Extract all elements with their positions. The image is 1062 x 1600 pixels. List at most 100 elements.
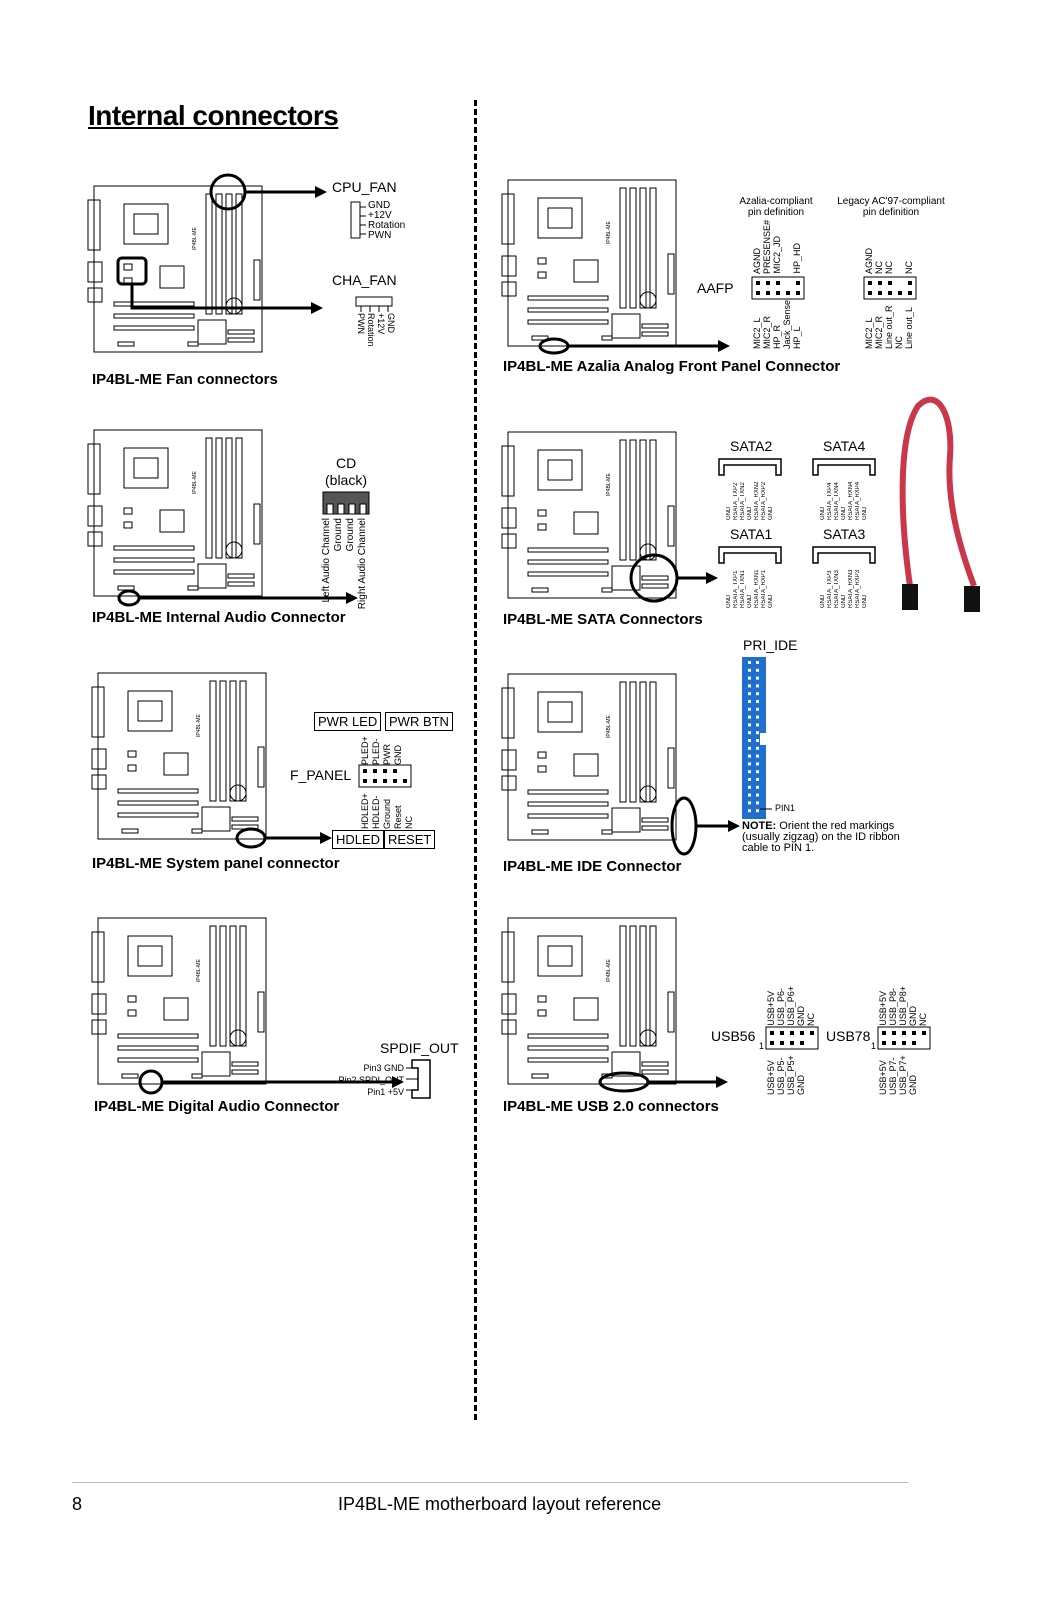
cpu-fan-pin: Rotation xyxy=(368,220,406,231)
ide-pin xyxy=(756,770,759,774)
spdif-pin-list: Pin3 GND Pin2 SPDI_OUT Pin1 +5V xyxy=(320,1062,404,1098)
sata3-title: SATA3 xyxy=(823,526,866,542)
spdif-callout xyxy=(138,1069,404,1095)
motherboard-drawing: IP4BL-ME xyxy=(91,917,267,1085)
usb78-pin1: 1 xyxy=(871,1041,877,1051)
board-silk-label: IP4BL-ME xyxy=(606,221,612,244)
board-silk-label: IP4BL-ME xyxy=(192,471,198,494)
ide-note-label: NOTE: xyxy=(742,820,777,832)
aafp-pin: AGND xyxy=(752,247,762,274)
cd-pin: Right Audio Channel xyxy=(357,518,368,610)
sata-pin: RSATA_TXN3 xyxy=(834,570,840,608)
usb78-title: USB78 xyxy=(826,1028,871,1044)
board-thumbnail-aafp: IP4BL-ME xyxy=(501,174,682,352)
sata-pin: RSATA_RXN2 xyxy=(754,481,760,520)
sata-pin: RSATA_RXP2 xyxy=(761,481,767,520)
sata-pin: GND xyxy=(820,594,826,608)
ide-pin xyxy=(748,700,751,703)
cpu-fan-pin-list: GND +12V Rotation PWN xyxy=(368,201,405,241)
usb78-bottom-pins: USB+5V USB_P7- USB_P7+ GND xyxy=(878,1051,918,1095)
ide-title: PRI_IDE xyxy=(743,637,798,653)
cpu-fan-pin: GND xyxy=(368,200,391,211)
ide-pin xyxy=(748,770,751,774)
azalia-title: Azalia-compliant pin definition xyxy=(739,196,813,218)
sata-pin: GND xyxy=(726,594,732,608)
sata-pin: GND xyxy=(726,506,732,520)
usb-pin: USB_P7+ xyxy=(898,1055,908,1095)
cpu-fan-title: CPU_FAN xyxy=(332,179,397,195)
ide-callout xyxy=(670,796,740,856)
ide-pin xyxy=(756,754,759,758)
column-divider xyxy=(474,100,477,1420)
motherboard-drawing: IP4BL-ME xyxy=(501,179,677,347)
cha-fan-pin: GND xyxy=(386,313,396,333)
board-thumbnail-fan: IP4BL-ME xyxy=(87,180,268,358)
ide-pin xyxy=(748,754,751,758)
azalia-bottom-pins: MIC2_L MIC2_R HP_R Jack_Sense HP_L xyxy=(752,300,802,349)
sata1-port xyxy=(718,546,782,564)
usb-pin: USB+5V xyxy=(878,991,888,1026)
usb-pin: USB+5V xyxy=(766,1060,776,1095)
aafp-callout xyxy=(538,337,730,355)
aafp-pin: MIC2_JD xyxy=(772,236,782,274)
spdif-pin: Pin1 +5V xyxy=(367,1087,404,1097)
ide-pin xyxy=(756,684,759,688)
board-thumbnail-usb: IP4BL-ME xyxy=(501,912,682,1090)
sata-pin: GND xyxy=(841,594,847,608)
sata-pin: GND xyxy=(820,506,826,520)
ide-pin xyxy=(748,739,751,742)
cha-fan-header xyxy=(355,296,393,312)
sata-callout xyxy=(629,553,718,603)
fpanel-pin: Ground xyxy=(382,798,392,829)
fpanel-pin: PLED+ xyxy=(360,736,370,765)
aafp-pin: MIC2_L xyxy=(864,317,874,349)
cha-fan-pin-list: GND +12V Rotation PWN xyxy=(356,313,396,347)
fpanel-callout xyxy=(235,827,332,849)
usb-pin: GND xyxy=(908,1006,918,1026)
sata3-port xyxy=(812,546,876,564)
fpanel-caption: IP4BL-ME System panel connector xyxy=(92,855,340,872)
sata-pin: GND xyxy=(841,506,847,520)
ide-pin xyxy=(756,700,759,703)
sata-pin: RSATA_TXN2 xyxy=(740,482,746,520)
usb-pin: USB_P5- xyxy=(776,1057,786,1095)
ide-pin xyxy=(748,707,751,711)
motherboard-drawing: IP4BL-ME xyxy=(87,429,263,597)
aafp-caption: IP4BL-ME Azalia Analog Front Panel Conne… xyxy=(503,358,841,375)
sata1-title: SATA1 xyxy=(730,526,773,542)
sata3-pin-list: GND RSATA_TXP3 RSATA_TXN3 GND RSATA_RXN3… xyxy=(820,566,869,608)
ide-pin xyxy=(748,723,751,727)
fpanel-pin: NC xyxy=(404,816,414,829)
aafp-pin: PRESENSE# xyxy=(762,219,772,274)
usb78-top-pins: USB+5V USB_P8- USB_P8+ GND NC xyxy=(878,974,928,1026)
cd-callout xyxy=(117,589,358,607)
reset-label: RESET xyxy=(384,830,436,849)
ide-pin1-label: PIN1 xyxy=(775,803,796,813)
cd-header xyxy=(322,491,370,515)
ide-pin xyxy=(756,793,759,797)
usb-callout xyxy=(598,1071,728,1093)
fpanel-pin: PWR xyxy=(382,744,392,765)
cpu-fan-header xyxy=(350,201,366,239)
usb56-header xyxy=(765,1026,819,1050)
aafp-pin: HP_HD xyxy=(792,243,802,274)
spdif-pin: Pin2 SPDI_OUT xyxy=(338,1075,404,1085)
sata1-pin-list: GND RSATA_TXP1 RSATA_TXN1 GND RSATA_RXN1… xyxy=(726,566,775,608)
fpanel-header xyxy=(358,764,412,788)
sata-cable-illustration xyxy=(899,396,980,612)
aafp-pin: NC xyxy=(884,261,894,274)
footer-rule xyxy=(72,1482,908,1483)
cha-fan-title: CHA_FAN xyxy=(332,272,397,288)
sata-pin: RSATA_RXN3 xyxy=(848,569,854,608)
usb-caption: IP4BL-ME USB 2.0 connectors xyxy=(503,1098,719,1115)
aafp-pin: NC xyxy=(894,336,904,349)
sata-pin: RSATA_TXN4 xyxy=(834,482,840,520)
usb78-header xyxy=(877,1026,931,1050)
fpanel-pin: Reset xyxy=(393,805,403,829)
sata-pin: RSATA_TXP1 xyxy=(733,570,739,608)
fpanel-pin: HDLED+ xyxy=(360,793,370,829)
sata2-pin-list: GND RSATA_TXP2 RSATA_TXN2 GND RSATA_RXN2… xyxy=(726,478,775,520)
page-title: Internal connectors xyxy=(88,100,339,131)
sata-pin: RSATA_TXP4 xyxy=(827,482,833,520)
usb-pin: NC xyxy=(806,1013,816,1026)
